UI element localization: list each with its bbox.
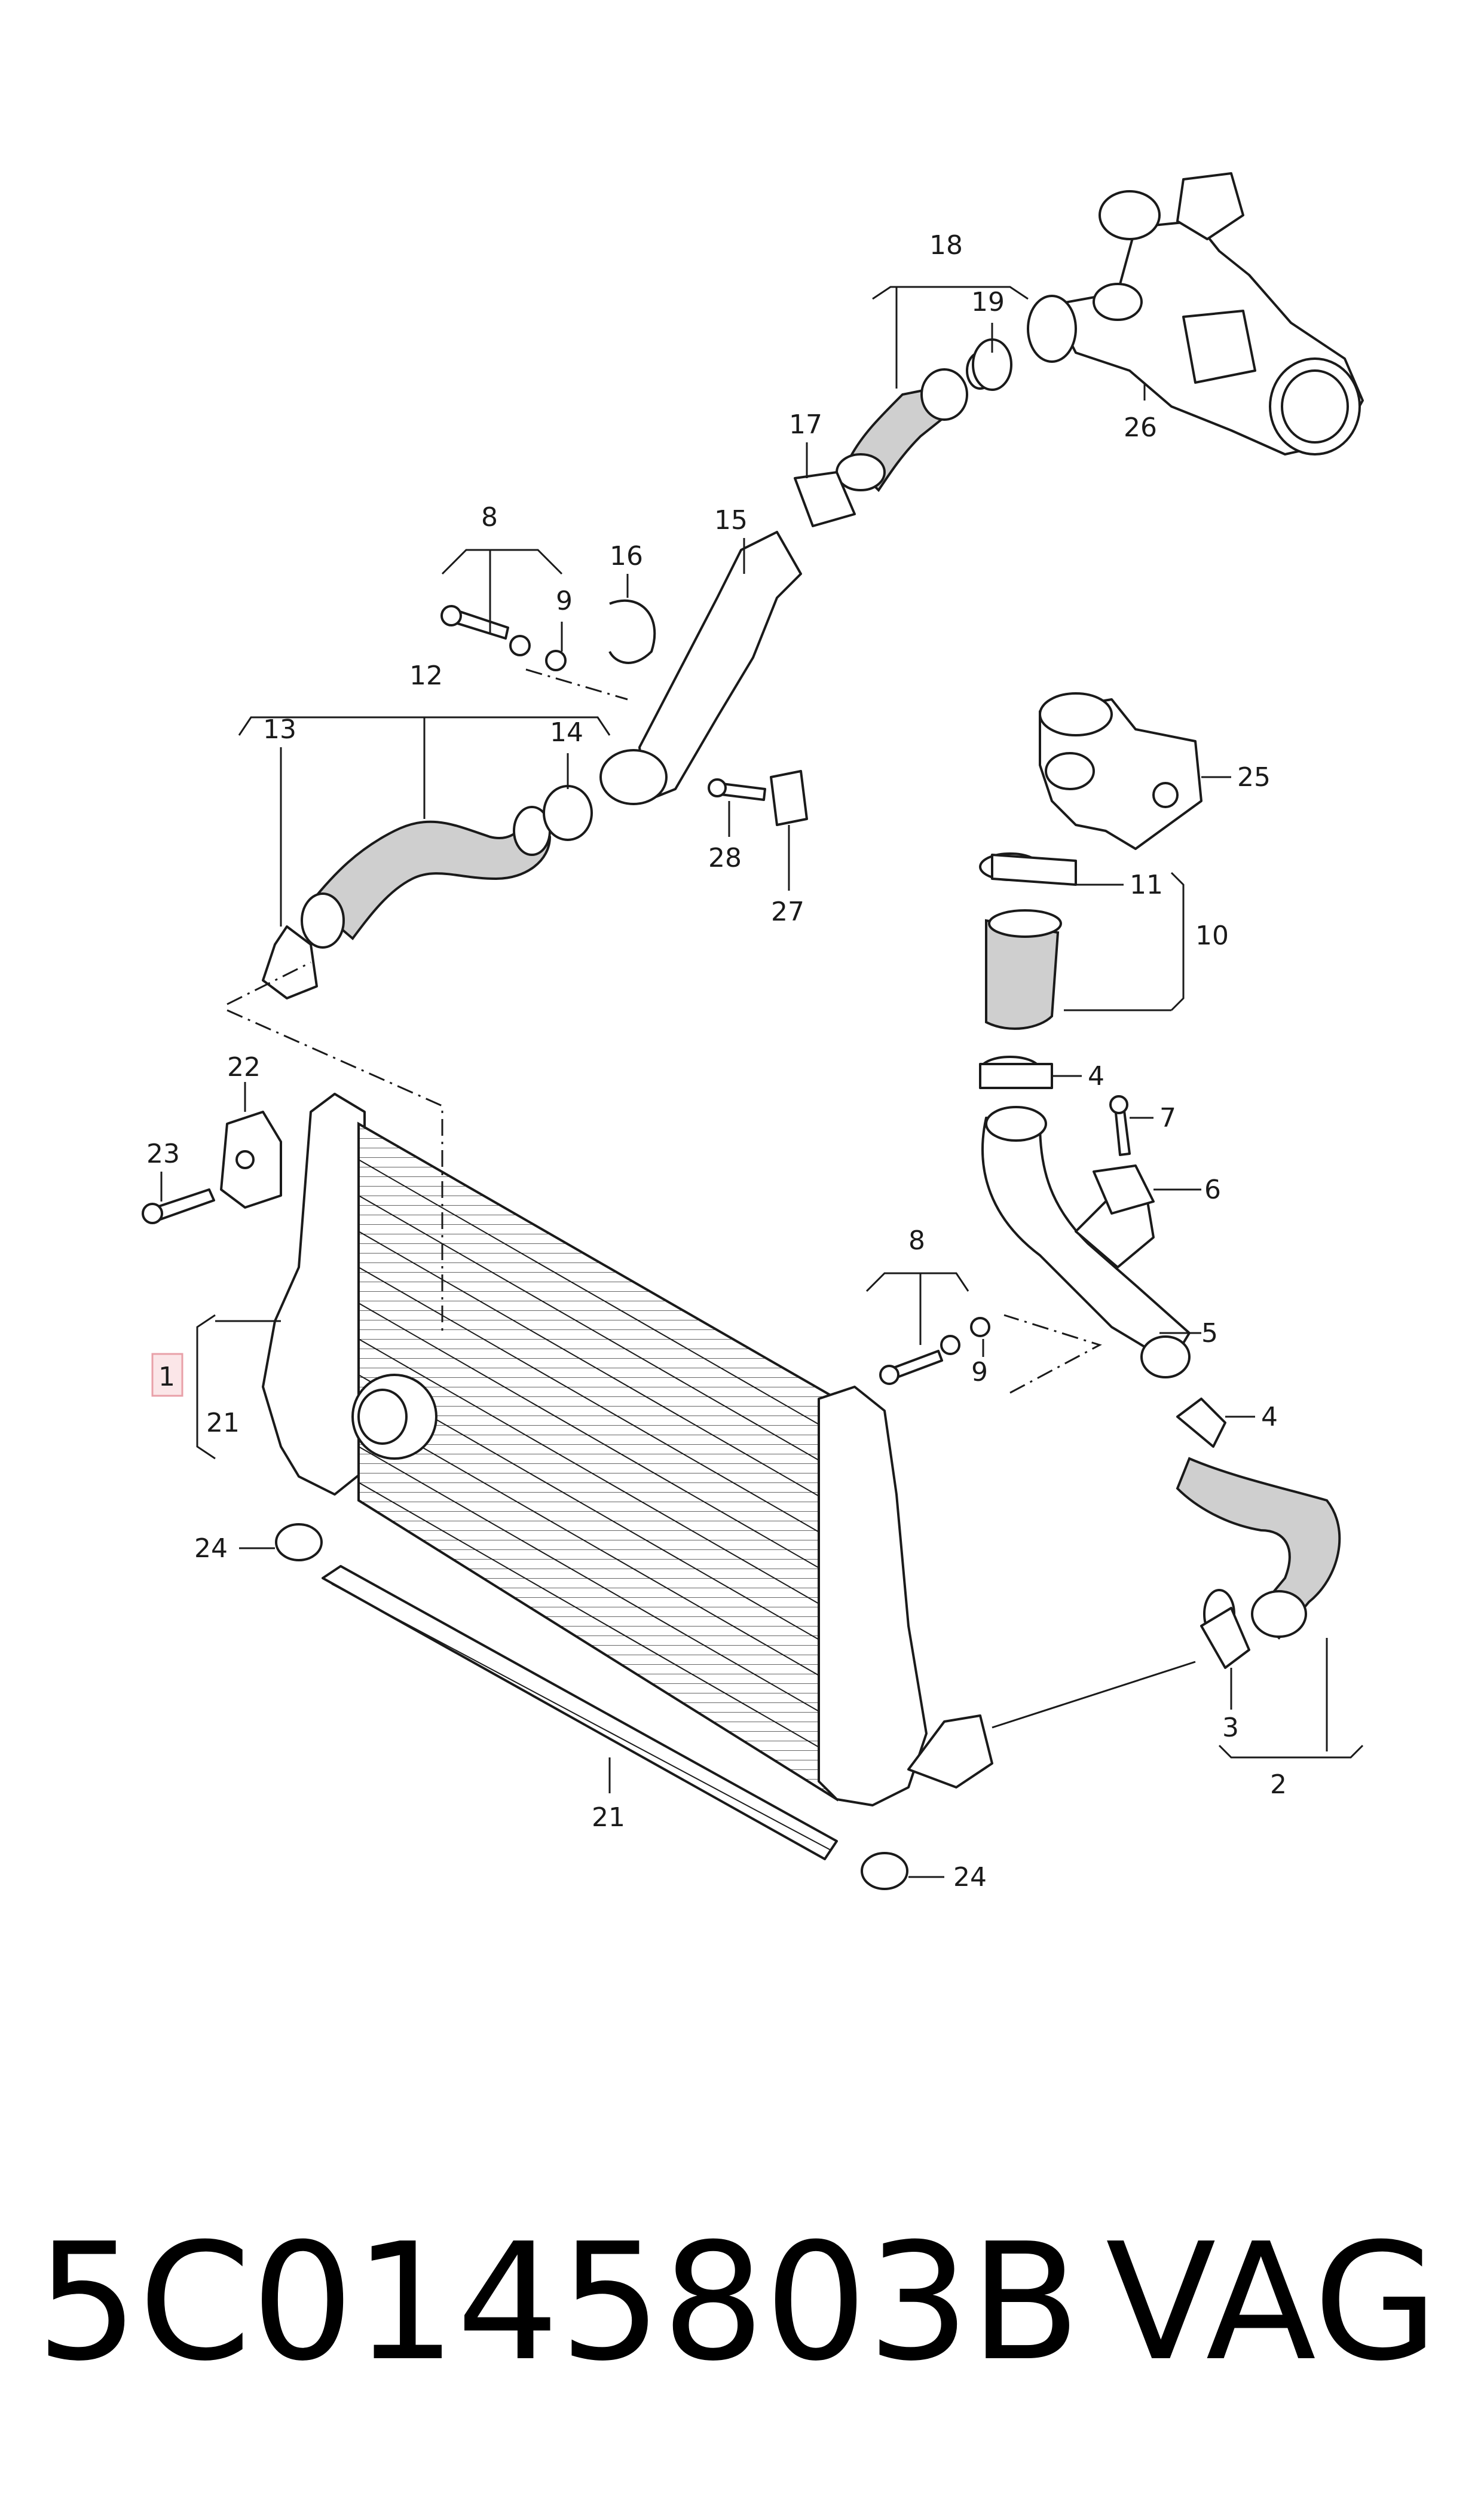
core-fins xyxy=(358,1159,837,1758)
callout-23: 23 xyxy=(146,1139,180,1169)
callout-28: 28 xyxy=(708,843,742,873)
callout-6: 6 xyxy=(1204,1175,1221,1205)
callout-1: 1 xyxy=(158,1362,175,1392)
callout-8-mid: 8 xyxy=(908,1225,925,1256)
part-number: 5C0145803B xyxy=(36,2208,1081,2396)
callout-24-left: 24 xyxy=(194,1533,228,1564)
brand-label: VAG xyxy=(1106,2208,1439,2396)
leader-lines xyxy=(160,286,1364,1878)
small-parts xyxy=(262,338,1250,1669)
callout-17: 17 xyxy=(789,409,822,440)
callout-19: 19 xyxy=(971,287,1005,317)
callout-15: 15 xyxy=(714,505,748,536)
callout-2: 2 xyxy=(1270,1769,1287,1800)
callout-9-mid: 9 xyxy=(971,1357,988,1387)
callout-16: 16 xyxy=(610,541,643,571)
hose-2 xyxy=(1176,1457,1341,1640)
callout-11: 11 xyxy=(1130,870,1163,900)
callout-12: 12 xyxy=(409,661,443,691)
hose-15 xyxy=(599,531,802,805)
callout-4-bottom: 4 xyxy=(1261,1402,1278,1432)
callout-25: 25 xyxy=(1237,762,1271,793)
callout-4-top: 4 xyxy=(1088,1061,1104,1092)
callout-1-highlight xyxy=(151,1353,183,1397)
hose-12 xyxy=(301,806,552,949)
callout-14: 14 xyxy=(550,717,583,748)
callout-5: 5 xyxy=(1201,1318,1218,1349)
callout-26: 26 xyxy=(1124,412,1157,443)
callout-7: 7 xyxy=(1159,1103,1176,1133)
hose-18 xyxy=(836,351,995,493)
connection-lines xyxy=(227,668,1102,1394)
callout-24-bottom: 24 xyxy=(953,1862,987,1893)
callouts: 18 19 26 17 15 16 8 9 12 13 14 28 27 25 … xyxy=(146,230,1287,1893)
callout-18: 18 xyxy=(929,230,963,261)
hose-10 xyxy=(979,852,1062,1084)
callout-13: 13 xyxy=(263,714,296,745)
callout-8-top: 8 xyxy=(481,502,498,533)
callout-21-left: 21 xyxy=(206,1408,240,1438)
pipe-5 xyxy=(981,1106,1191,1378)
throttle-25 xyxy=(1039,692,1203,850)
intercooler xyxy=(142,1093,993,1890)
throttle-26 xyxy=(1027,172,1364,455)
callout-3: 3 xyxy=(1222,1713,1239,1743)
callout-10: 10 xyxy=(1195,921,1229,951)
callout-9-top: 9 xyxy=(556,586,573,616)
callout-22: 22 xyxy=(227,1052,261,1083)
callout-21-bottom: 21 xyxy=(592,1802,625,1833)
callout-27: 27 xyxy=(771,897,804,927)
